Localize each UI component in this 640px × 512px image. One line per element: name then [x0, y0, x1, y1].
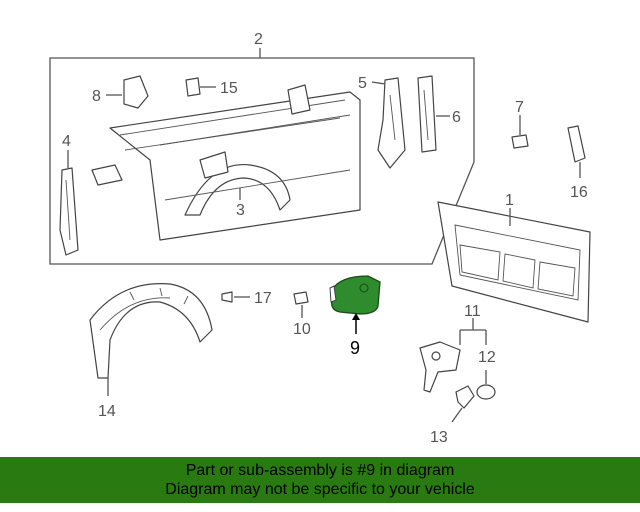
banner-line-2: Diagram may not be specific to your vehi…	[165, 481, 475, 498]
callout-6: 6	[452, 109, 461, 126]
parts-diagram: 1 2 3 4 5 6 7 8 9 10 11 12 13 14 15 16 1…	[49, 31, 591, 446]
callout-7: 7	[515, 99, 524, 116]
callout-5: 5	[358, 75, 367, 92]
part-11-latch	[419, 341, 461, 393]
info-banner: Part or sub-assembly is #9 in diagram Di…	[0, 457, 640, 503]
callout-16: 16	[570, 184, 588, 201]
part-10-clip	[293, 291, 309, 305]
part-4-post	[59, 167, 79, 256]
part-6-bracket	[417, 75, 437, 153]
part-1-tailgate	[437, 201, 591, 323]
callout-13: 13	[430, 429, 448, 446]
part-5-bracket	[377, 77, 406, 169]
callout-12: 12	[478, 349, 496, 366]
part-3-bed-side	[91, 84, 361, 241]
part-12-cap	[476, 384, 496, 400]
part-16-hinge	[567, 125, 586, 163]
part-7-clip	[511, 134, 529, 149]
part-14-liner	[89, 283, 213, 379]
callout-3: 3	[236, 202, 245, 219]
callout-11: 11	[464, 303, 481, 320]
callout-9: 9	[350, 338, 360, 358]
callout-10: 10	[293, 321, 311, 338]
callout-17: 17	[254, 290, 272, 307]
callout-15: 15	[220, 80, 238, 97]
callout-4: 4	[62, 133, 71, 150]
callout-2: 2	[254, 31, 263, 48]
callout-8: 8	[92, 88, 101, 105]
part-9-fuel-door[interactable]	[329, 275, 381, 315]
callout-1: 1	[505, 192, 514, 209]
banner-line-1: Part or sub-assembly is #9 in diagram	[185, 462, 455, 479]
callout-14: 14	[98, 403, 116, 420]
part-13-rod-clip	[455, 385, 475, 409]
part-15-clip	[185, 77, 201, 97]
part-17-clip	[221, 291, 233, 303]
part-8-clip	[123, 75, 149, 109]
